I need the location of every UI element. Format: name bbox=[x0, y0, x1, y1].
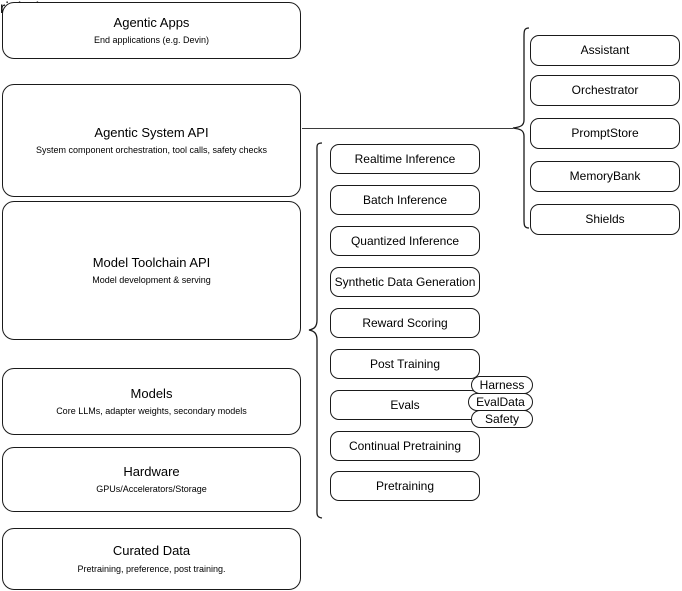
layer-title: Hardware bbox=[123, 463, 180, 479]
toolchain-box-label: Evals bbox=[390, 397, 420, 412]
layer-box-models[interactable]: Models Core LLMs, adapter weights, secon… bbox=[2, 368, 301, 435]
layer-box-agentic-system-api[interactable]: Agentic System API System component orch… bbox=[2, 84, 301, 197]
toolchain-box-reward-scoring[interactable]: Reward Scoring bbox=[330, 308, 480, 338]
layer-subtitle: End applications (e.g. Devin) bbox=[93, 35, 210, 45]
toolchain-box-label: Continual Pretraining bbox=[348, 438, 462, 453]
toolchain-box-post-training[interactable]: Post Training bbox=[330, 349, 480, 379]
system-box-promptstore[interactable]: PromptStore bbox=[530, 118, 680, 149]
toolchain-box-label: Pretraining bbox=[375, 478, 435, 493]
evals-pill-label: EvalData bbox=[476, 395, 525, 409]
layer-title: Model Toolchain API bbox=[92, 254, 211, 270]
toolchain-box-realtime-inference[interactable]: Realtime Inference bbox=[330, 144, 480, 174]
toolchain-box-label: Synthetic Data Generation bbox=[334, 274, 476, 289]
toolchain-box-label: Quantized Inference bbox=[350, 233, 460, 248]
layer-box-agentic-apps[interactable]: Agentic Apps End applications (e.g. Devi… bbox=[2, 2, 301, 59]
layer-subtitle: System component orchestration, tool cal… bbox=[35, 145, 268, 155]
system-box-label: Orchestrator bbox=[571, 83, 639, 97]
layer-title: Agentic Apps bbox=[113, 14, 190, 30]
system-box-memorybank[interactable]: MemoryBank bbox=[530, 161, 680, 192]
layer-title: Models bbox=[130, 385, 173, 401]
layer-subtitle: Model development & serving bbox=[92, 275, 211, 285]
layer-subtitle: Core LLMs, adapter weights, secondary mo… bbox=[56, 406, 247, 416]
layer-title: Agentic System API bbox=[94, 124, 209, 140]
connector-system-api-to-components bbox=[302, 128, 513, 129]
toolchain-box-batch-inference[interactable]: Batch Inference bbox=[330, 185, 480, 215]
layer-subtitle: GPUs/Accelerators/Storage bbox=[96, 484, 207, 494]
system-box-label: Assistant bbox=[580, 43, 630, 57]
system-box-assistant[interactable]: Assistant bbox=[530, 35, 680, 66]
system-box-shields[interactable]: Shields bbox=[530, 204, 680, 235]
brace-system-components bbox=[512, 27, 530, 229]
toolchain-box-continual-pretraining[interactable]: Continual Pretraining bbox=[330, 431, 480, 461]
toolchain-box-evals[interactable]: Evals bbox=[330, 390, 480, 420]
toolchain-box-label: Reward Scoring bbox=[362, 315, 448, 330]
system-box-label: PromptStore bbox=[571, 126, 639, 140]
evals-pill-label: Safety bbox=[484, 412, 520, 426]
evals-pill-harness[interactable]: Harness bbox=[471, 376, 533, 394]
layer-box-model-toolchain-api[interactable]: Model Toolchain API Model development & … bbox=[2, 201, 301, 340]
toolchain-box-synthetic-data-generation[interactable]: Synthetic Data Generation bbox=[330, 267, 480, 297]
toolchain-box-label: Realtime Inference bbox=[354, 151, 456, 166]
system-box-orchestrator[interactable]: Orchestrator bbox=[530, 75, 680, 106]
evals-pill-label: Harness bbox=[479, 378, 525, 392]
layer-box-curated-data[interactable]: Curated Data Pretraining, preference, po… bbox=[2, 528, 301, 590]
toolchain-box-label: Post Training bbox=[369, 356, 441, 371]
layer-subtitle: Pretraining, preference, post training. bbox=[77, 563, 226, 574]
layer-box-hardware[interactable]: Hardware GPUs/Accelerators/Storage bbox=[2, 447, 301, 512]
toolchain-box-quantized-inference[interactable]: Quantized Inference bbox=[330, 226, 480, 256]
toolchain-box-pretraining[interactable]: Pretraining bbox=[330, 471, 480, 501]
layer-title: Curated Data bbox=[112, 543, 191, 559]
toolchain-box-label: Batch Inference bbox=[362, 192, 448, 207]
system-box-label: Shields bbox=[585, 212, 625, 226]
system-box-label: MemoryBank bbox=[569, 169, 641, 183]
evals-pill-evaldata[interactable]: EvalData bbox=[468, 393, 533, 411]
evals-pill-safety[interactable]: Safety bbox=[471, 410, 533, 428]
brace-toolchain bbox=[308, 142, 323, 519]
